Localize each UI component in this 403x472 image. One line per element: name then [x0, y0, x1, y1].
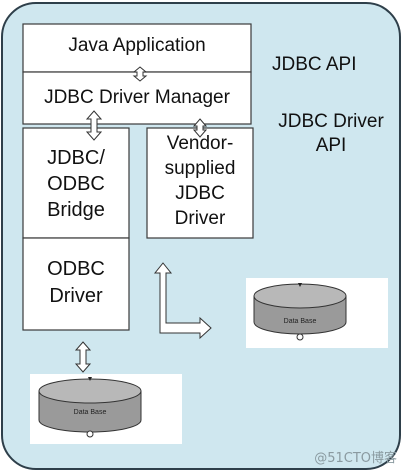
driver-manager-label: JDBC Driver Manager	[44, 87, 230, 108]
jdbc-driver-api-label: JDBC Driver API	[278, 111, 384, 156]
watermark: @51CTO博客	[314, 451, 397, 466]
arrow-manager-to-bridge	[85, 110, 103, 141]
arrow-manager-to-vendor	[192, 118, 208, 138]
odbc-bridge-label: JDBC/ ODBC Bridge	[47, 147, 105, 221]
db-marker-bottom	[86, 430, 94, 438]
arrow-vendor-to-database	[153, 262, 212, 340]
database-label-right: Data Base	[283, 318, 317, 325]
odbc-bridge-box	[22, 127, 130, 239]
db-marker-top	[88, 377, 92, 381]
db-marker-top	[298, 283, 302, 287]
db-marker-bottom	[296, 333, 304, 341]
database-cylinder-right	[253, 283, 347, 341]
arrow-odbc-to-database	[74, 341, 92, 373]
database-cylinder-bottom	[38, 377, 142, 438]
vendor-driver-label: Vendor- supplied JDBC Driver	[164, 133, 236, 229]
odbc-driver-label: ODBC Driver	[47, 258, 105, 307]
database-label-bottom: Data Base	[73, 409, 107, 416]
vendor-driver-box	[146, 127, 254, 239]
jdbc-api-label: JDBC API	[272, 54, 357, 75]
java-application-box	[22, 23, 252, 73]
odbc-driver-box	[22, 237, 130, 331]
java-application-label: Java Application	[68, 35, 206, 56]
arrow-app-to-manager	[132, 66, 148, 82]
